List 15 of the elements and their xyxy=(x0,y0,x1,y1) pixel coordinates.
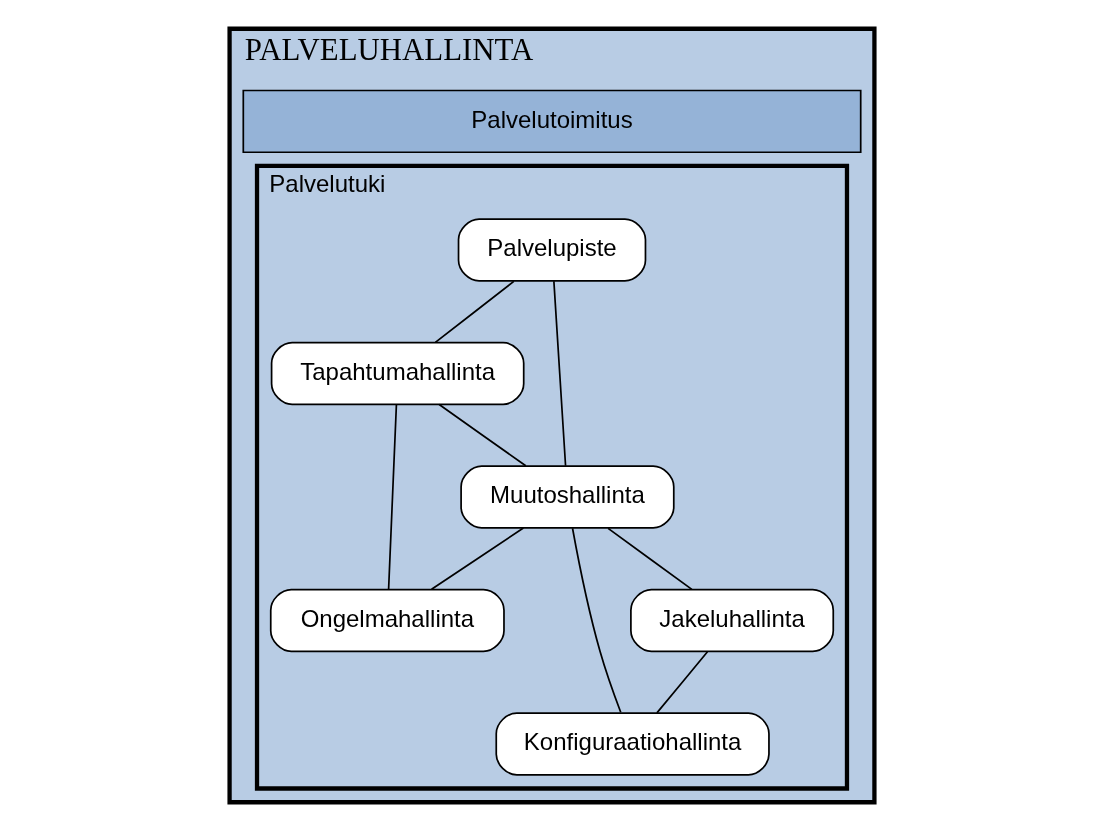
node-box: Palvelutoimitus xyxy=(242,89,862,154)
connector xyxy=(571,527,622,714)
node-box: Jakeluhallinta xyxy=(630,588,835,653)
connector xyxy=(434,280,515,344)
node-box: Konfiguraatiohallinta xyxy=(495,712,770,776)
node-box: Palvelupiste xyxy=(457,218,647,282)
connector xyxy=(387,403,398,591)
connector xyxy=(656,650,709,714)
connector xyxy=(438,403,527,467)
connector xyxy=(553,280,567,467)
node-box: Tapahtumahallinta xyxy=(270,341,525,406)
node-box: Muutoshallinta xyxy=(460,465,675,529)
node-box: Ongelmahallinta xyxy=(269,588,505,653)
connector xyxy=(430,527,525,591)
connector xyxy=(607,527,693,591)
